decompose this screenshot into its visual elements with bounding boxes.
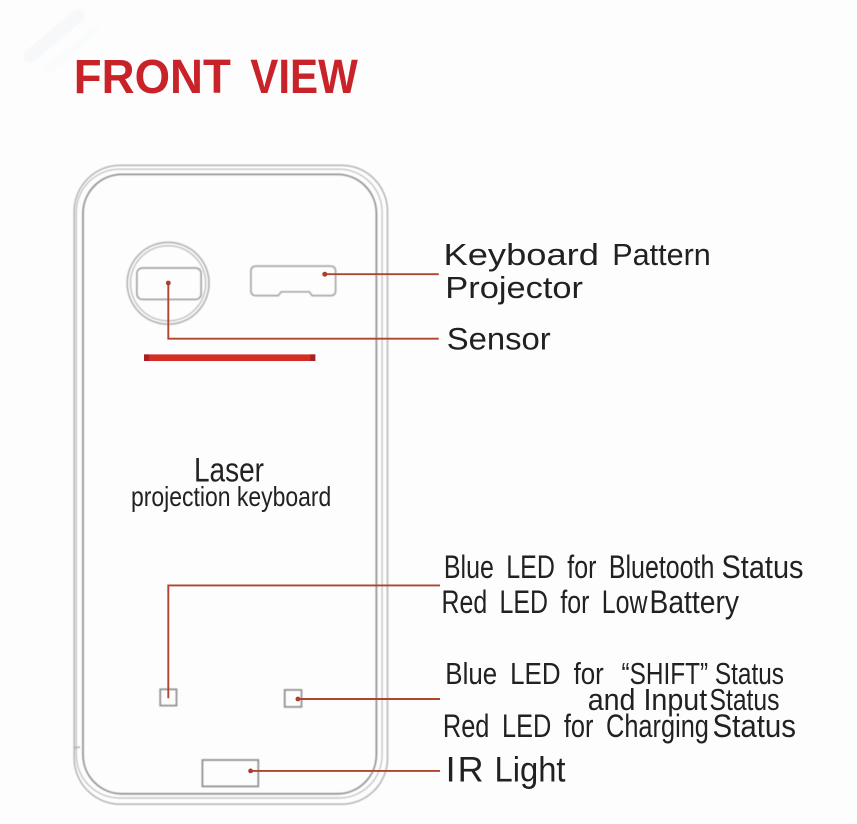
svg-text:FRONT: FRONT <box>74 50 231 104</box>
svg-text:and Input: and Input <box>588 682 708 717</box>
svg-text:IR: IR <box>446 751 486 790</box>
svg-text:Projector: Projector <box>445 270 583 305</box>
svg-text:Blue LED for: Blue LED for <box>445 656 604 691</box>
svg-text:Keyboard: Keyboard <box>444 237 600 272</box>
svg-text:projection keyboard: projection keyboard <box>131 481 331 512</box>
svg-text:Pattern: Pattern <box>612 237 711 272</box>
svg-text:“SHIFT” Status: “SHIFT” Status <box>622 656 785 691</box>
svg-text:Red LED for Charging: Red LED for Charging <box>443 708 709 744</box>
svg-text:Light: Light <box>495 751 566 790</box>
svg-text:Laser: Laser <box>194 451 264 489</box>
svg-text:Status: Status <box>722 549 804 585</box>
svg-text:VIEW: VIEW <box>250 50 358 104</box>
svg-text:Red LED for Low: Red LED for Low <box>442 584 649 620</box>
svg-text:Blue LED for Bluetooth: Blue LED for Bluetooth <box>444 549 715 585</box>
svg-text:Status: Status <box>710 682 780 717</box>
svg-text:Status: Status <box>713 708 797 744</box>
svg-text:Battery: Battery <box>650 584 740 620</box>
svg-text:Sensor: Sensor <box>447 321 551 357</box>
